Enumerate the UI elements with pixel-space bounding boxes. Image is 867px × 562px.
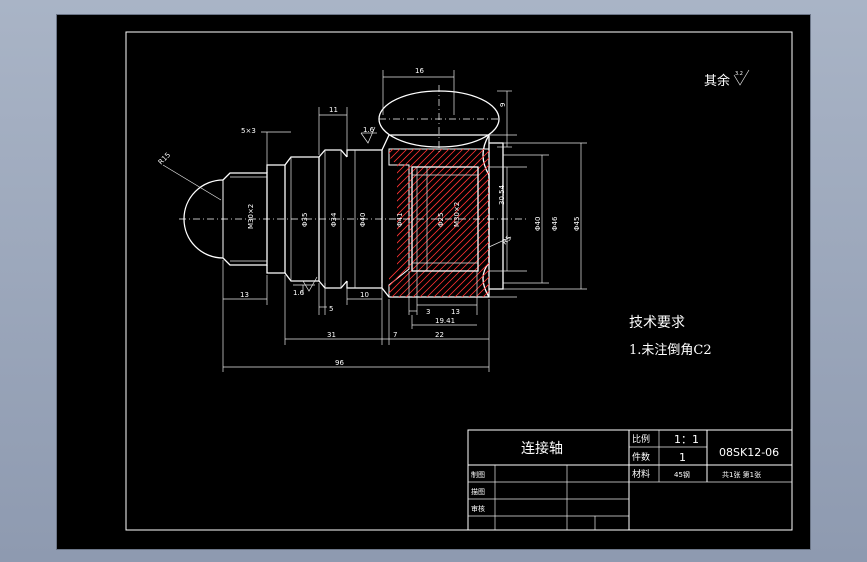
traced-by-label: 描图 (471, 487, 485, 496)
hatch-line (471, 149, 489, 297)
hatch-line (389, 149, 443, 297)
dim-r15: R15 (157, 151, 172, 166)
hatch-line (192, 135, 372, 315)
dim-10: 10 (360, 291, 369, 299)
section-hatching (171, 135, 736, 315)
hatch-line (389, 149, 429, 297)
drawing-frame (125, 31, 793, 531)
dim-phi41: Φ41 (396, 213, 404, 227)
roughness-1-6-bottom: 1.6 (293, 289, 305, 297)
roughness-note-value: 3.2 (735, 71, 743, 77)
hatch-line (478, 149, 489, 297)
dim-phi34: Φ34 (330, 212, 338, 227)
roughness-1-6-top: 1.6 (363, 126, 375, 134)
hatch-line (389, 149, 457, 297)
material-value: 45钢 (674, 470, 690, 479)
hatch-line (429, 149, 489, 297)
hatch-line (443, 149, 489, 297)
hatch-line (389, 149, 478, 297)
roughness-note: 其余 3.2 (704, 69, 750, 89)
dim-19-41: 19.41 (435, 317, 455, 325)
roughness-note-text: 其余 (704, 73, 730, 89)
engineering-drawing: 16 9 11 5×3 1.6 R15 M30×2 Φ35 Φ34 Φ40 Φ4… (125, 31, 793, 531)
hatch-line (389, 149, 415, 297)
hatch-line (389, 149, 489, 297)
drawing-code: 08SK12-06 (719, 446, 779, 459)
qty-label: 件数 (632, 451, 650, 463)
hatch-line (171, 135, 351, 315)
dim-22: 22 (435, 331, 444, 339)
hatch-line (389, 149, 489, 297)
hatch-line (389, 149, 489, 297)
drawn-by-label: 制图 (471, 470, 485, 479)
dim-5x3: 5×3 (241, 127, 256, 135)
hatch-line (389, 149, 489, 297)
hatch-line (389, 149, 489, 297)
dim-phi40-right: Φ40 (534, 217, 542, 231)
dim-phi35: Φ35 (301, 213, 309, 227)
scale-label: 比例 (632, 433, 650, 445)
hatch-line (408, 149, 489, 297)
dimension-lines (162, 70, 587, 372)
dim-13-right: 13 (451, 308, 460, 316)
dim-30-54: 30.54 (498, 184, 506, 205)
sheet-count: 共1张 第1张 (722, 470, 761, 479)
hatch-line (450, 149, 489, 297)
dim-11: 11 (329, 106, 338, 114)
hatch-line (389, 149, 489, 297)
dim-phi25: Φ25 (437, 213, 445, 227)
dim-3: 3 (426, 308, 430, 316)
hatch-line (493, 135, 673, 315)
hatch-line (389, 149, 436, 297)
dim-13: 13 (240, 291, 249, 299)
hatch-line (436, 149, 489, 297)
dim-96: 96 (335, 359, 344, 367)
hatch-line (422, 149, 489, 297)
hatch-line (500, 135, 680, 315)
hatch-line (542, 135, 722, 315)
title-block: 连接轴 比例 1：1 件数 1 材料 45钢 08SK12-06 共1张 第1张… (467, 429, 793, 531)
drawing-viewport[interactable]: 16 9 11 5×3 1.6 R15 M30×2 Φ35 Φ34 Φ40 Φ4… (57, 15, 810, 549)
dim-m30x2-inner: M30×2 (453, 202, 461, 227)
tech-requirements: 技术要求 1.未注倒角C2 (629, 315, 712, 358)
dim-7: 7 (393, 331, 397, 339)
hatch-line (401, 149, 489, 297)
material-label: 材料 (632, 468, 650, 480)
hatch-line (556, 135, 736, 315)
hatch-line (389, 149, 450, 297)
dim-16: 16 (415, 67, 424, 75)
tech-requirement-item-1: 1.未注倒角C2 (629, 343, 712, 358)
checked-by-label: 审核 (471, 504, 485, 513)
qty-value: 1 (679, 451, 686, 464)
hatch-line (389, 149, 471, 297)
dim-m30x2: M30×2 (247, 204, 255, 229)
dim-phi40: Φ40 (359, 213, 367, 227)
hatch-line (394, 149, 489, 297)
dim-31: 31 (327, 331, 336, 339)
tech-requirements-heading: 技术要求 (629, 315, 685, 331)
hatch-line (389, 149, 489, 297)
dim-phi46: Φ46 (551, 216, 559, 231)
hatch-line (521, 135, 701, 315)
hatch-line (457, 149, 489, 297)
hatch-line (389, 149, 489, 297)
hatch-line (535, 135, 715, 315)
dimension-text: 16 9 11 5×3 1.6 R15 M30×2 Φ35 Φ34 Φ40 Φ4… (157, 67, 581, 367)
dim-9: 9 (499, 103, 507, 107)
hatch-line (389, 149, 464, 297)
hatch-line (389, 149, 489, 297)
hatch-line (389, 149, 489, 297)
drawing-title: 连接轴 (521, 440, 563, 457)
hatch-line (389, 149, 489, 297)
scale-value: 1：1 (674, 433, 699, 446)
dim-5: 5 (329, 305, 333, 313)
dim-phi45: Φ45 (573, 217, 581, 231)
hatch-line (415, 149, 489, 297)
